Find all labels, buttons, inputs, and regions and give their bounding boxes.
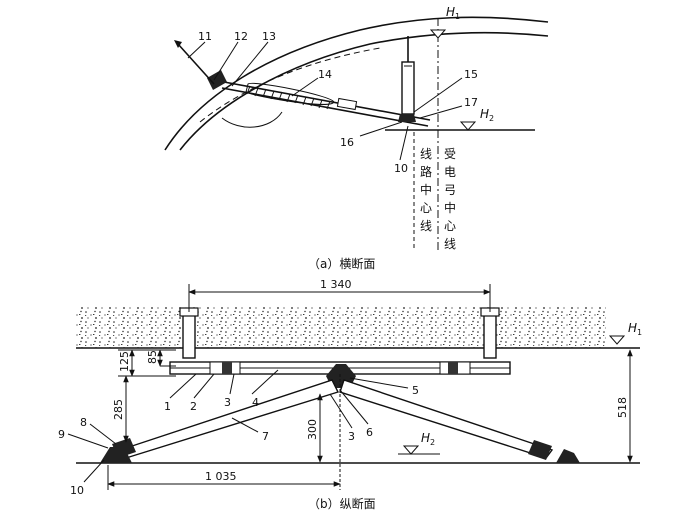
callout-a-15: 15 [464, 68, 478, 81]
support-fitting [398, 114, 416, 122]
callout-a-12: 12 [234, 30, 248, 43]
h2-marker-a: H 2 [459, 107, 535, 131]
h1-marker-b-sub: 1 [637, 328, 642, 337]
callout-a-13: 13 [262, 30, 276, 43]
insulator-sheds [245, 82, 335, 110]
ballast-band [76, 306, 606, 348]
bracket-arm-bottom [221, 87, 429, 127]
callout-b-1: 1 [164, 400, 171, 413]
callout-b-3a: 3 [224, 396, 231, 409]
h1-marker-a-base: H [446, 5, 455, 19]
h1-marker-b-base: H [628, 321, 637, 335]
cross-section-view: H 1 H 2 11 12 13 14 15 17 16 10 [164, 5, 549, 271]
bracket-end-fitting [336, 97, 358, 111]
leaders-a [187, 41, 463, 161]
vertical-text-right-char: 线 [444, 237, 456, 251]
dim-300: 300 [306, 419, 319, 440]
vertical-text-left-char: 线 [420, 219, 432, 233]
bracket-arm-top [223, 81, 431, 121]
vertical-text-left-char: 中 [420, 182, 432, 197]
callout-b-3b: 3 [348, 430, 355, 443]
h2-marker-b-base: H [421, 431, 430, 445]
h1-marker-b: H 1 [608, 321, 642, 345]
callout-a-10: 10 [394, 162, 408, 175]
callout-b-10: 10 [70, 484, 84, 497]
h2-marker-b-sub: 2 [430, 438, 435, 447]
anchor-bolt-head [174, 40, 182, 48]
vertical-text-right-char: 中 [444, 200, 456, 215]
vertical-text-right-char: 弓 [444, 183, 456, 197]
callout-a-17: 17 [464, 96, 478, 109]
callout-b-9: 9 [58, 428, 65, 441]
strut-right-end [528, 440, 552, 460]
vertical-text-left-char: 心 [420, 201, 432, 215]
dim-125: 125 [118, 351, 131, 372]
base-anchor-right [556, 449, 580, 463]
vertical-text-right-char: 受 [444, 147, 456, 161]
hanger-right [480, 307, 500, 359]
callout-b-8: 8 [80, 416, 87, 429]
dim-1035: 1 035 [205, 470, 237, 483]
callout-b-2: 2 [190, 400, 197, 413]
dim-518: 518 [616, 397, 629, 418]
dimension-lines [107, 284, 640, 490]
anchor-bolt [177, 43, 215, 85]
dim-85: 85 [146, 350, 159, 364]
callout-b-5: 5 [412, 384, 419, 397]
callout-a-16: 16 [340, 136, 354, 149]
leaders-b [67, 369, 409, 483]
hanger-left [179, 307, 199, 359]
caption-a: （a）横断面 [308, 256, 375, 271]
clamp-right-fill [448, 362, 458, 374]
strut-right [339, 379, 554, 459]
vertical-text-right-char: 电 [444, 165, 456, 179]
vertical-text-left-char: 线 [420, 147, 432, 161]
strut-left [118, 379, 339, 459]
vertical-text-left-char: 路 [420, 164, 432, 179]
vertical-text-right-char: 心 [444, 219, 456, 233]
dim-1340: 1 340 [320, 278, 352, 291]
tunnel-arch-outer [164, 16, 549, 151]
swing-arc [221, 111, 283, 128]
h2-marker-a-base: H [480, 107, 489, 121]
clamp-left-fill [222, 362, 232, 374]
h2-marker-b: H 2 [398, 431, 440, 455]
callout-a-11: 11 [198, 30, 212, 43]
h2-marker-a-sub: 2 [489, 114, 494, 123]
caption-b: （b）纵断面 [308, 496, 376, 511]
base-anchor-left [100, 447, 132, 463]
wall-clamp [207, 70, 227, 90]
h1-marker-a-sub: 1 [455, 12, 460, 21]
callout-b-7: 7 [262, 430, 269, 443]
callout-b-6: 6 [366, 426, 373, 439]
callout-a-14: 14 [318, 68, 332, 81]
hanger-post [401, 61, 415, 115]
h1-marker-a: H 1 [429, 5, 460, 39]
longitudinal-section-view: H 1 H 2 [58, 278, 642, 511]
tunnel-arch-inner [179, 31, 549, 151]
dim-285: 285 [112, 399, 125, 420]
callout-b-4: 4 [252, 396, 259, 409]
